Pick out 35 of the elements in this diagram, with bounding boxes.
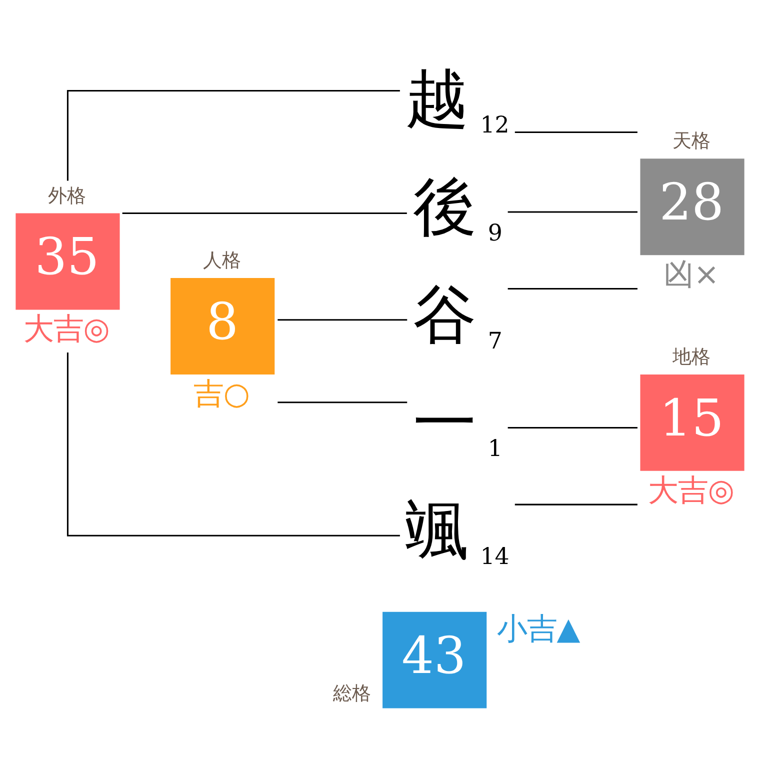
connector — [122, 212, 407, 214]
node-box: 15 — [640, 374, 744, 471]
connector — [278, 402, 408, 404]
connector — [278, 319, 408, 321]
node-label: 9 — [488, 220, 502, 246]
node-label: 天格 — [672, 130, 711, 152]
node-text: 颯 — [405, 493, 468, 568]
node-box: 8 — [170, 278, 275, 374]
node-label: 7 — [488, 328, 502, 354]
node-text: 越 — [405, 62, 468, 136]
node-label: 人格 — [202, 250, 241, 272]
node-label: 14 — [480, 544, 510, 570]
node-box: 28 — [640, 158, 744, 256]
node-box: 35 — [16, 213, 120, 310]
node-label: 総格 — [333, 682, 372, 704]
node-text: 後 — [413, 169, 476, 244]
connector — [66, 352, 400, 536]
connector — [508, 427, 638, 429]
node-label: 小吉▲ — [496, 612, 580, 647]
node-text: 一 — [413, 385, 476, 460]
node-label: 凶× — [664, 258, 720, 293]
connector — [514, 504, 638, 506]
node-label: 地格 — [672, 346, 711, 368]
node-label: 吉○ — [193, 376, 250, 412]
node-text: 谷 — [413, 277, 476, 352]
node-label: 1 — [488, 436, 502, 462]
connector — [514, 131, 638, 133]
node-label: 大吉◎ — [23, 312, 110, 348]
node-label: 外格 — [48, 184, 86, 207]
node-box: 43 — [382, 612, 487, 708]
connector — [508, 288, 638, 290]
node-label: 大吉◎ — [648, 473, 734, 508]
connector — [66, 90, 400, 181]
connector — [508, 211, 638, 213]
node-label: 12 — [480, 112, 510, 138]
